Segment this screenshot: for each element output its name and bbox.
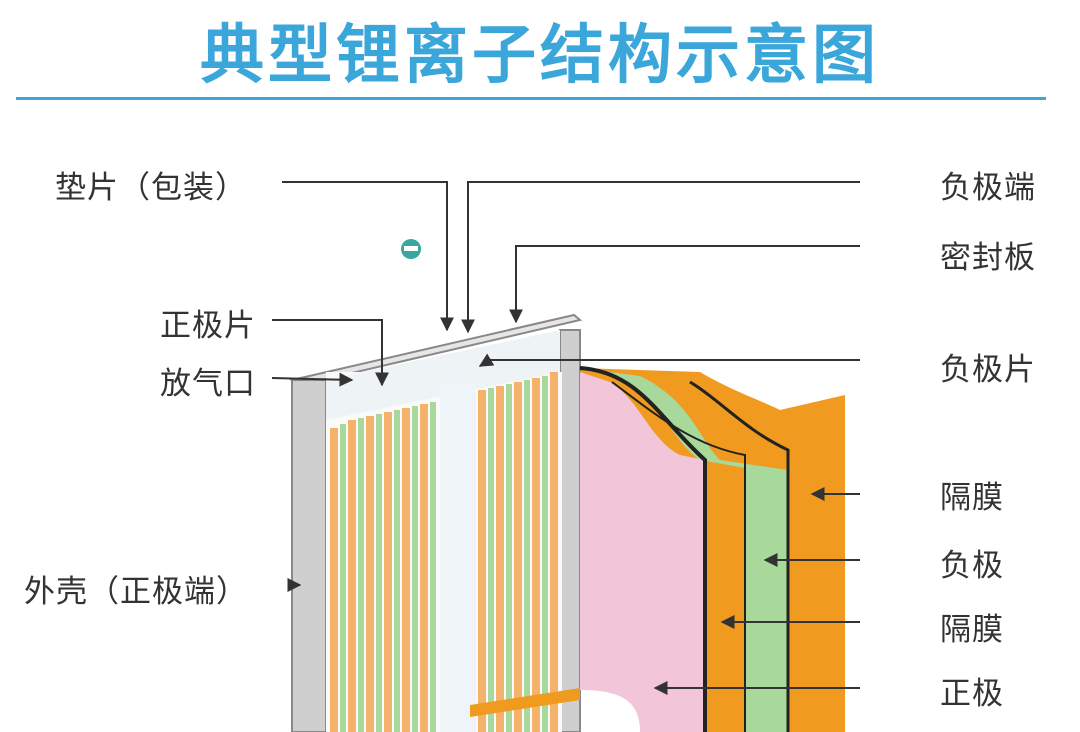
label-vent: 放气口 — [160, 366, 256, 402]
label-negative-electrode: 负极 — [940, 548, 1004, 584]
label-separator-1: 隔膜 — [940, 480, 1004, 516]
electrode-stack — [330, 372, 580, 732]
label-negative-tab: 负极片 — [940, 352, 1036, 388]
label-seal-plate: 密封板 — [940, 240, 1036, 276]
label-separator-2: 隔膜 — [940, 612, 1004, 648]
label-gasket: 垫片（包装） — [55, 170, 247, 206]
label-positive-tab: 正极片 — [160, 308, 256, 344]
unrolled-layers — [579, 366, 845, 732]
title-divider — [16, 97, 1046, 100]
negative-symbol-icon — [401, 239, 421, 259]
page-title: 典型锂离子结构示意图 — [200, 19, 880, 93]
leader-lines — [271, 181, 860, 695]
label-positive-electrode: 正极 — [940, 676, 1004, 712]
label-negative-terminal: 负极端 — [940, 170, 1036, 206]
label-case: 外壳（正极端） — [24, 574, 248, 610]
